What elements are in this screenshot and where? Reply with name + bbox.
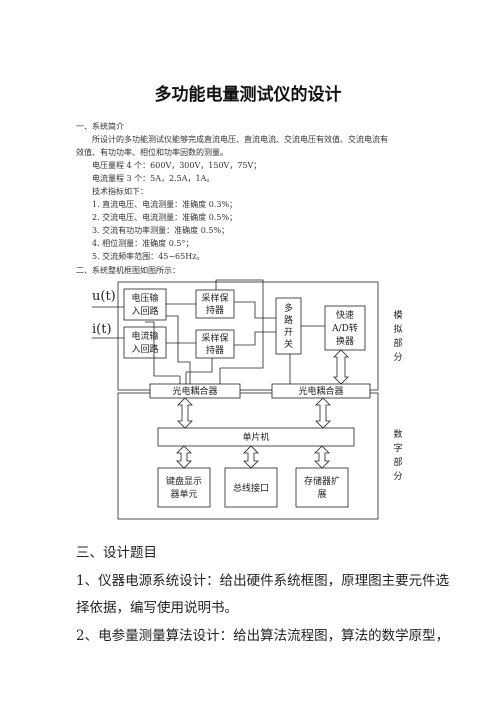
memory-expansion-label: 展 (317, 489, 326, 500)
connector (166, 315, 191, 384)
keyboard-display-label: 器单元 (170, 488, 197, 500)
mcu-memory-arrow (314, 445, 330, 469)
mux-label: 开 (284, 327, 293, 338)
voltage-input-label: 电压输 (131, 292, 158, 304)
analog-section-frame (117, 281, 379, 391)
spec-item: 1. 直流电压、电流测量：准确度 0.3%； (92, 200, 238, 209)
adc-block (324, 305, 366, 351)
i-input-label: i(t) (92, 322, 112, 337)
adc-label: 快速 (336, 309, 354, 321)
digital-section-frame (117, 392, 379, 520)
spec-item: 4. 相位测量：准确度 0.5°； (92, 239, 194, 248)
intro-line-2: 效值、有功功率、相位和功率因数的测量。 (76, 148, 228, 157)
current-input-label: 入回路 (131, 343, 158, 355)
adc-opto-arrow (333, 349, 349, 385)
memory-expansion-block (295, 467, 349, 508)
sample-hold-label: 采样保 (201, 332, 228, 344)
mcu-block (157, 427, 355, 447)
sample-hold-label: 持器 (206, 344, 224, 356)
optocoupler-left-label: 光电耦合器 (172, 385, 217, 397)
mux-label: 多 (284, 302, 293, 314)
optocoupler-left-block (149, 383, 241, 399)
sample-hold-label: 持器 (206, 304, 224, 316)
mcu-label: 单片机 (242, 431, 269, 443)
page-title: 多功能电量测试仪的设计 (154, 85, 342, 105)
section1-heading: 一、系统简介 (76, 122, 124, 131)
analog-section-label: 模 (393, 310, 402, 321)
section3-heading: 三、设计题目 (76, 545, 157, 561)
voltage-range: 电压量程 4 个：600V，300V，150V，75V； (92, 161, 262, 170)
digital-section-label: 字 (393, 442, 402, 454)
connector (234, 301, 276, 319)
spec-item: 3. 交流有功功率测量：准确度 0.5%； (92, 226, 230, 235)
digital-section-label: 数 (393, 428, 402, 440)
connector (215, 279, 264, 384)
analog-section-label: 拟 (393, 323, 402, 335)
mux-label: 关 (284, 338, 293, 350)
connector (185, 358, 213, 384)
keyboard-display-label: 键盘显示 (166, 475, 202, 487)
digital-section-label: 部 (393, 456, 402, 468)
digital-section-label: 分 (393, 471, 402, 482)
memory-expansion-label: 存储器扩 (304, 475, 340, 487)
sample-hold-label: 采样保 (201, 292, 228, 304)
current-input-label: 电流输 (131, 330, 158, 342)
sample-hold-block-2 (195, 329, 235, 359)
keyboard-display-block (157, 467, 211, 508)
mcu-keyboard-arrow (176, 445, 192, 469)
spec-heading: 技术指标如下： (92, 187, 148, 196)
analog-section-label: 分 (393, 352, 402, 363)
item2-line-1: 2、电参量测量算法设计：给出算法流程图，算法的数学原型， (76, 628, 450, 644)
mux-label: 路 (284, 314, 293, 326)
voltage-input-block (123, 288, 167, 321)
opto-mcu-arrow-left (177, 397, 193, 429)
connector (234, 331, 276, 346)
analog-section-label: 部 (393, 337, 402, 349)
intro-line-1: 所设计的多功能测试仪能够完成直流电压、直流电流、交流电压有效值、交流电流有 (92, 135, 388, 144)
bus-interface-label: 总线接口 (233, 482, 269, 494)
current-range: 电流量程 3 个：5A，2.5A，1A。 (92, 174, 215, 183)
voltage-input-label: 入回路 (131, 305, 158, 317)
spec-item: 2. 交流电压、电流测量：准确度 0.5%； (92, 213, 238, 222)
spec-item: 5. 交流频率范围：45~65Hz。 (92, 252, 205, 261)
opto-mcu-arrow-right (315, 397, 331, 429)
optocoupler-right-label: 光电耦合器 (298, 385, 343, 397)
u-input-label: u(t) (92, 289, 116, 304)
item1-line-2: 择依据，编写使用说明书。 (76, 600, 238, 616)
adc-label: A/D转 (331, 322, 358, 334)
current-input-block (123, 326, 167, 359)
connector (145, 321, 181, 384)
item1-line-1: 1、仪器电源系统设计：给出硬件系统框图，原理图主要元件选 (76, 573, 450, 589)
mcu-bus-arrow (243, 445, 259, 469)
section2-heading: 二、系统整机框图如图所示： (76, 266, 180, 275)
adc-label: 换器 (336, 335, 354, 347)
optocoupler-right-block (271, 383, 371, 399)
